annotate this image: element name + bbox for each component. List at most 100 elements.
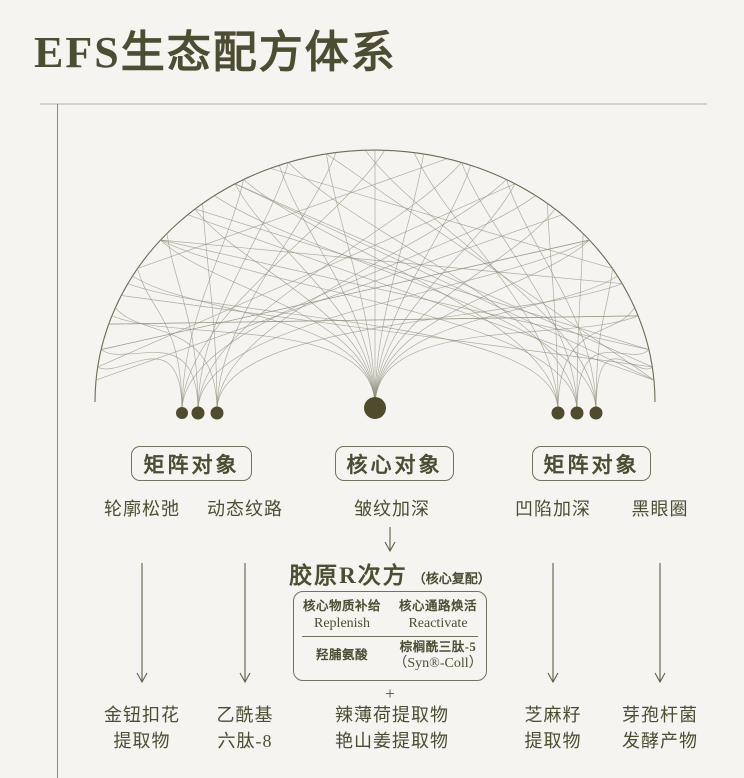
panel-cell-title: 核心物质补给 (302, 599, 381, 614)
network-edge (197, 162, 462, 412)
network-edge (374, 153, 424, 407)
network-chord (234, 183, 653, 368)
network-edge (288, 162, 578, 412)
ingredient-line: 芽孢杆菌 (622, 705, 698, 725)
panel-cell-palmitoyl-tripeptide: 棕榈酰三肽-5 （Syn®-Coll） (390, 637, 486, 677)
network-edge (127, 283, 559, 412)
panel-cell-title: 核心通路焕活 (398, 599, 477, 614)
network-edge (595, 358, 653, 412)
down-arrow-head (136, 672, 148, 684)
panel-divider (302, 635, 478, 637)
network-edge (557, 307, 635, 412)
network-chord (160, 239, 649, 350)
network-node (364, 397, 386, 419)
network-node (191, 406, 205, 420)
concern-label-wrinkles: 皱纹加深 (354, 499, 430, 519)
network-edge (506, 179, 597, 412)
network-edge (374, 183, 516, 407)
panel-cell-subtitle: （Syn®-Coll） (393, 656, 483, 672)
core-formula-heading: 胶原R次方 （核心复配） (289, 556, 491, 590)
network-edge (576, 233, 584, 412)
ingredient-peppermint-ginger-extract: 辣薄荷提取物 艳山姜提取物 (335, 702, 449, 754)
network-edge (326, 153, 376, 407)
network-chord (160, 239, 623, 285)
network-edge (278, 165, 376, 407)
network-chord (101, 239, 590, 350)
network-chord (187, 214, 655, 381)
network-edge (97, 358, 183, 412)
plus-sign: + (385, 684, 395, 703)
network-edge (111, 315, 376, 407)
network-edge (137, 268, 183, 412)
ingredient-bacillus-ferment: 芽孢杆菌 发酵产物 (622, 702, 698, 754)
network-chord (270, 168, 613, 269)
ingredient-line: 乙酰基 (216, 705, 274, 725)
panel-row-actives: 羟脯氨酸 棕榈酰三肽-5 （Syn®-Coll） (294, 637, 486, 677)
network-edge (461, 162, 578, 412)
network-edge (234, 183, 376, 407)
panel-cell-reactivate: 核心通路焕活 Reactivate (390, 596, 486, 636)
core-formula-subtitle: （核心复配） (412, 571, 491, 586)
panel-row-functions: 核心物质补给 Replenish 核心通路焕活 Reactivate (294, 596, 486, 636)
network-edge (100, 349, 199, 412)
panel-cell-title: 羟脯氨酸 (315, 648, 368, 663)
network-edge (216, 152, 337, 412)
network-chord (234, 183, 655, 381)
panel-cell-subtitle: Reactivate (408, 615, 468, 631)
panel-cell-replenish: 核心物质补给 Replenish (294, 596, 390, 636)
network-edge (374, 315, 639, 407)
network-edge (166, 233, 199, 412)
network-edge (197, 239, 590, 412)
network-chord (108, 315, 639, 325)
ingredient-line: 六肽-8 (217, 731, 273, 751)
title-divider (40, 103, 707, 105)
network-edge (181, 149, 386, 412)
panel-cell-subtitle: Replenish (314, 615, 370, 631)
group-box-matrix-right: 矩阵对象 (532, 446, 651, 481)
page-title: EFS生态配方体系 (34, 28, 397, 77)
network-node (210, 406, 224, 420)
network-edge (374, 239, 590, 407)
ingredient-line: 辣薄荷提取物 (335, 705, 449, 725)
concern-label-hollowing: 凹陷加深 (515, 499, 591, 519)
concern-label-sagging: 轮廓松弛 (104, 499, 180, 519)
core-formula-title: 胶原R次方 (289, 563, 408, 588)
network-edge (547, 203, 559, 412)
network-edge (214, 195, 597, 412)
panel-cell-title: 棕榈酰三肽-5 (399, 639, 477, 654)
network-edge (595, 268, 613, 412)
down-arrow-head (239, 672, 251, 684)
network-chord (121, 295, 653, 368)
network-chord (95, 214, 563, 381)
left-rule (57, 104, 58, 778)
ingredient-line: 金钮扣花 (104, 705, 180, 725)
network-node (570, 406, 584, 420)
panel-cell-hydroxyproline: 羟脯氨酸 (294, 637, 390, 677)
ingredient-acetyl-hexapeptide: 乙酰基 六肽-8 (217, 702, 274, 754)
network-edge (197, 162, 289, 412)
concern-label-dynamic-lines: 动态纹路 (207, 499, 283, 519)
ingredient-line: 提取物 (113, 731, 171, 751)
network-edge (576, 349, 650, 412)
group-box-core: 核心对象 (335, 446, 454, 481)
group-box-matrix-left: 矩阵对象 (131, 446, 252, 481)
network-edge (374, 275, 618, 407)
core-formula-panel: 核心物质补给 Replenish 核心通路焕活 Reactivate 羟脯氨酸 … (293, 591, 487, 681)
network-edge (364, 149, 597, 412)
network-edge (132, 275, 376, 407)
ingredient-line: 提取物 (524, 731, 582, 751)
network-edge (374, 208, 556, 407)
network-edge (216, 179, 507, 412)
network-node (589, 406, 603, 420)
ingredient-line: 艳山姜提取物 (335, 731, 449, 751)
network-edge (115, 307, 218, 412)
concern-label-dark-circles: 黑眼圈 (631, 499, 689, 519)
network-edge (160, 239, 578, 412)
network-edge (194, 208, 376, 407)
network-edge (413, 152, 559, 412)
network-edge (202, 203, 218, 412)
network-edge (243, 179, 559, 412)
network-edge (181, 179, 244, 412)
